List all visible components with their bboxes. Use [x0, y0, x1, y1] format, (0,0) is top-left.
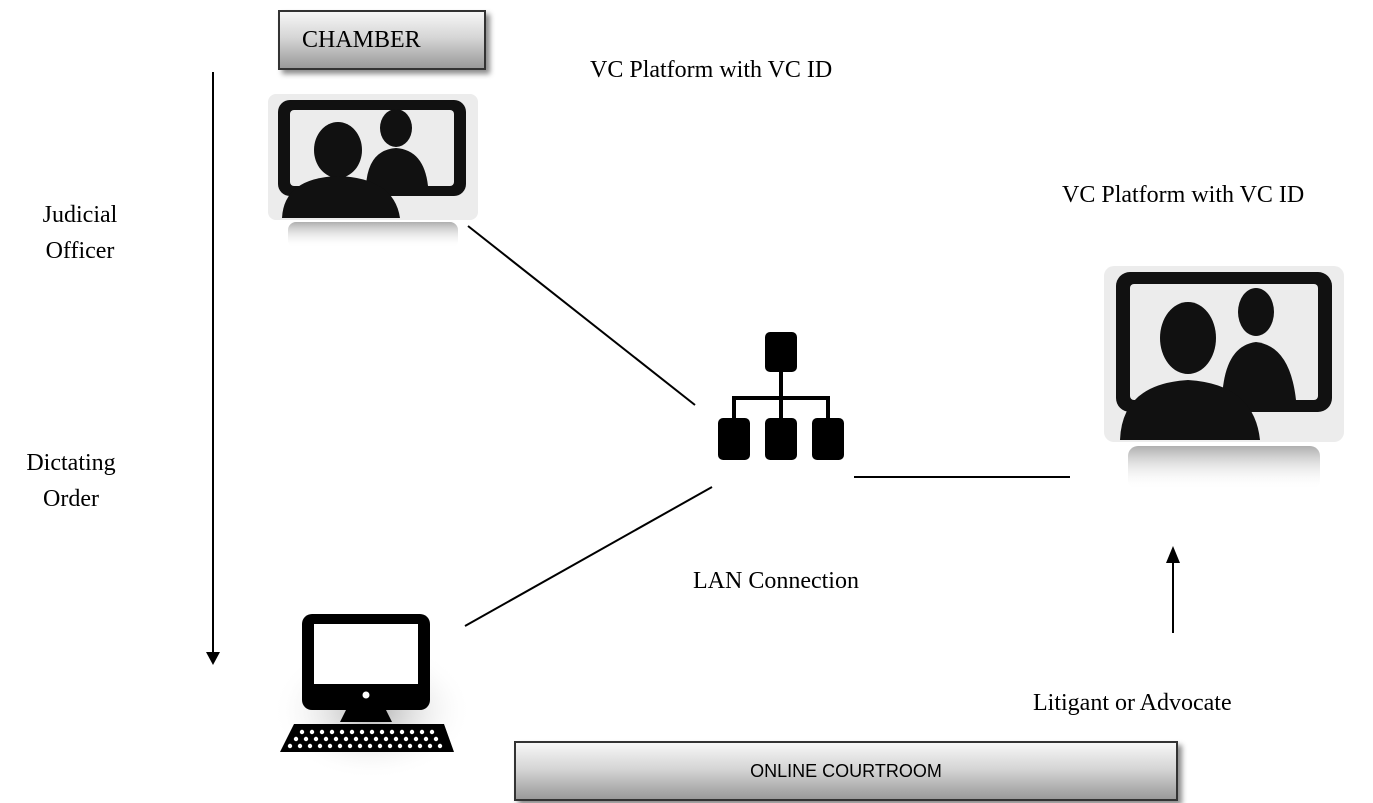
courtroom-to-network-line: [464, 486, 713, 627]
chamber-to-network-line: [467, 225, 696, 406]
dictating-order-line1: Dictating: [26, 450, 116, 476]
dictating-order-label: Dictating Order: [6, 448, 136, 514]
vc-platform-label-right: VC Platform with VC ID: [1062, 182, 1305, 208]
litigant-advocate-label: Litigant or Advocate: [1033, 690, 1232, 716]
online-courtroom-label-box: ONLINE COURTROOM: [514, 741, 1178, 801]
judicial-officer-line1: Judicial: [42, 202, 118, 228]
network-hierarchy-icon: [718, 332, 844, 460]
vc-platform-label-top: VC Platform with VC ID: [590, 57, 833, 83]
video-conference-icon: [268, 94, 478, 248]
dictating-order-line2: Order: [43, 486, 99, 512]
dictation-arrowhead: [206, 652, 220, 665]
judicial-officer-line2: Officer: [45, 238, 115, 264]
judicial-officer-label: Judicial Officer: [20, 200, 140, 266]
chamber-label: CHAMBER: [302, 26, 421, 53]
online-courtroom-label: ONLINE COURTROOM: [750, 760, 942, 781]
lan-connection-label: LAN Connection: [693, 568, 859, 594]
desktop-computer-icon: [272, 614, 472, 778]
video-conference-icon: [1104, 266, 1344, 490]
chamber-label-box: CHAMBER: [278, 10, 486, 70]
litigant-arrowhead: [1166, 546, 1180, 563]
